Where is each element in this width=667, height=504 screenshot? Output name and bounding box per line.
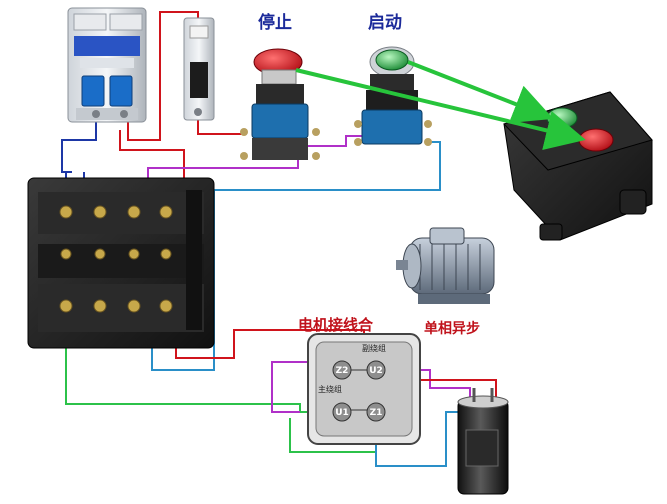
- terminal-u1: U1: [332, 402, 352, 422]
- motor-wiring-label: 电机接线合: [298, 316, 374, 334]
- terminal-z2-label: Z2: [336, 366, 349, 376]
- stop-label: 停止: [258, 13, 292, 33]
- arrow-start: [407, 60, 554, 123]
- wire-red-contactor: [119, 130, 185, 180]
- terminal-z1-label: Z1: [370, 408, 383, 418]
- motor: [396, 227, 495, 304]
- circuit-breaker: [67, 7, 147, 123]
- contactor: [27, 177, 215, 349]
- start-label: 启动: [368, 13, 402, 33]
- aux-winding-label: 副绕组: [362, 344, 386, 353]
- fuse-holder: [183, 17, 215, 121]
- terminal-u2-label: U2: [369, 366, 383, 376]
- wire-purple-z2: [271, 361, 338, 413]
- wire-red-fuse-stop: [197, 118, 244, 135]
- terminals: Z2 U2 U1 Z1: [332, 360, 386, 422]
- terminal-z1: Z1: [366, 402, 386, 422]
- terminal-u2: U2: [366, 360, 386, 380]
- wire-red-breaker-fuse: [127, 11, 199, 141]
- control-box: [503, 91, 653, 241]
- contactor-top-screws: [59, 205, 173, 260]
- terminal-u1-label: U1: [335, 408, 349, 418]
- stop-button: [240, 48, 320, 160]
- capacitor: [457, 388, 509, 495]
- start-button: [354, 46, 432, 146]
- contactor-bottom-screws: [59, 299, 173, 313]
- arrow-stop: [295, 68, 586, 150]
- wire-blue-breaker-contactor: [61, 120, 97, 173]
- pointer-arrows: [295, 60, 586, 150]
- wire-blue-cap: [375, 411, 470, 467]
- motor-type-label: 单相异步: [424, 321, 480, 337]
- terminal-z2: Z2: [332, 360, 352, 380]
- main-winding-label: 主绕组: [318, 385, 342, 394]
